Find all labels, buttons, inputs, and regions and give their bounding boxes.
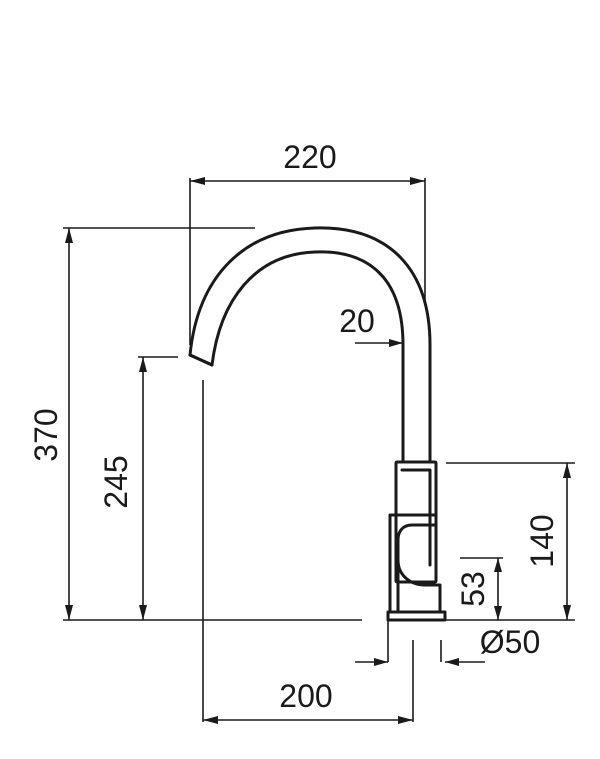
dim-label-total-height: 370 [28,408,64,461]
dim-spout-projection: 200 [203,678,413,724]
dim-spout-diameter: 20 [339,303,403,347]
spout-tip [188,353,214,367]
dim-spout-reach: 220 [189,139,426,345]
dim-label-body-height: 140 [524,514,560,567]
dim-body-height: 140 [446,462,575,621]
dim-label-spout-reach: 220 [283,139,336,175]
lower-body [388,558,442,614]
dim-label-spout-diameter: 20 [339,303,375,339]
faucet-outline [188,226,447,722]
dim-label-spout-height: 245 [98,455,134,508]
dim-label-handle-height: 53 [455,571,491,607]
dim-base-diameter: Ø50 [355,620,540,666]
mixer-body-inner [400,468,432,567]
dim-total-height: 370 [28,227,362,621]
dim-handle-height: 53 [455,557,503,620]
base-plate [386,610,447,622]
dim-label-spout-projection: 200 [279,678,332,714]
dim-spout-height: 245 [98,356,178,620]
dim-label-base-diameter: Ø50 [480,624,540,660]
